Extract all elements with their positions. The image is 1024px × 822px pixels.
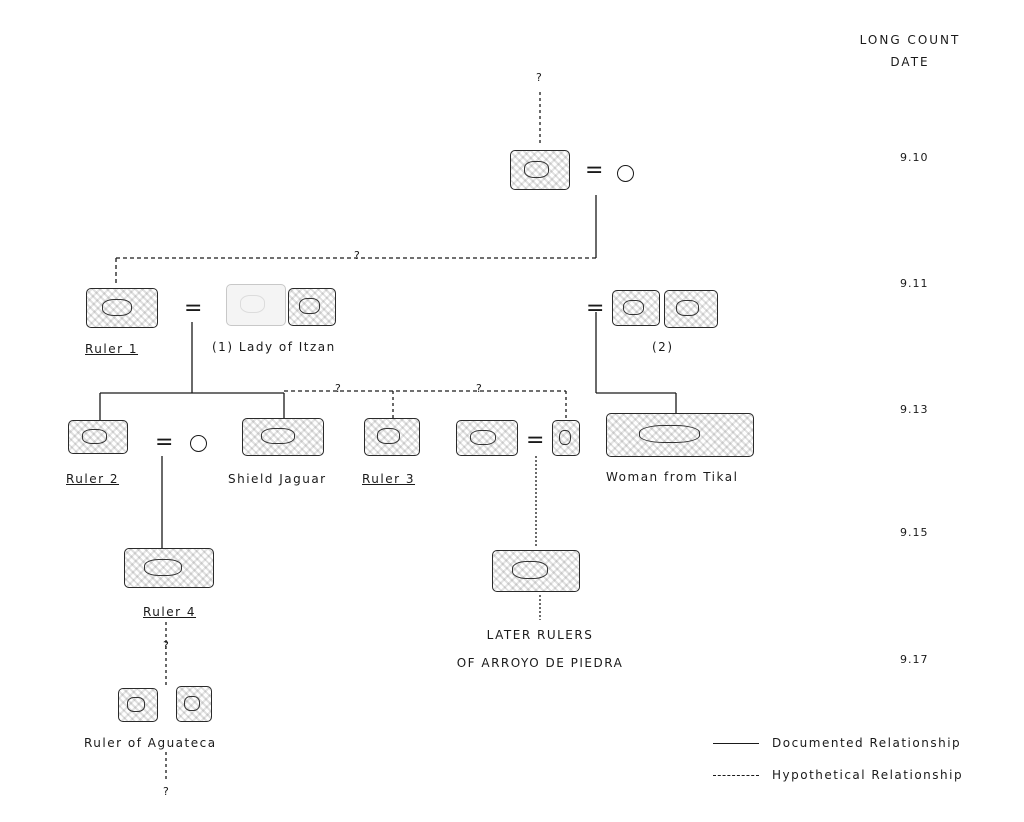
equals-sign: = [184, 296, 203, 321]
glyph-lady-itzan [288, 288, 336, 326]
legend-documented: Documented Relationship [772, 736, 962, 750]
glyph-wife-2b [664, 290, 718, 328]
unknown-spouse-circle [617, 165, 634, 182]
question-mark-top: ? [536, 71, 542, 84]
glyph-lady-itzan-faded [226, 284, 286, 326]
glyph-top-ancestor [510, 150, 570, 190]
label-shield-jaguar: Shield Jaguar [228, 472, 327, 486]
label-later-rulers-1: LATER RULERS [486, 628, 594, 642]
label-ruler-3: Ruler 3 [362, 472, 416, 486]
glyph-woman-tikal [606, 413, 754, 457]
long-count-header: LONG COUNT DATE [855, 33, 965, 69]
label-ruler-4: Ruler 4 [143, 605, 197, 619]
glyph-shield-jaguar [242, 418, 324, 456]
date-label: 9.11 [900, 277, 929, 290]
date-label: 9.17 [900, 653, 929, 666]
legend-hypothetical: Hypothetical Relationship [772, 768, 964, 782]
label-lady-itzan: (1) Lady of Itzan [212, 340, 336, 354]
header-line-2: DATE [890, 55, 930, 69]
glyph-ruler-1 [86, 288, 158, 328]
glyph-aguateca-a [118, 688, 158, 722]
glyph-later-rulers [492, 550, 580, 592]
glyph-ruler-2 [68, 420, 128, 454]
question-mark: ? [163, 785, 169, 798]
date-label: 9.10 [900, 151, 929, 164]
label-ruler-aguateca: Ruler of Aguateca [84, 736, 217, 750]
equals-sign: = [526, 428, 545, 453]
equals-sign: = [585, 158, 604, 183]
equals-sign: = [155, 430, 174, 455]
equals-sign: = [586, 296, 605, 321]
label-ruler-1: Ruler 1 [85, 342, 139, 356]
label-wife-2: (2) [652, 340, 674, 354]
label-ruler-2: Ruler 2 [66, 472, 120, 486]
unknown-spouse-circle [190, 435, 207, 452]
glyph-arroyo-spouse [552, 420, 580, 456]
glyph-aguateca-b [176, 686, 212, 722]
glyph-wife-2a [612, 290, 660, 326]
question-mark: ? [476, 382, 482, 395]
glyph-ruler-3 [364, 418, 420, 456]
glyph-arroyo-ruler [456, 420, 518, 456]
legend-solid-line [713, 743, 759, 744]
glyph-ruler-4 [124, 548, 214, 588]
date-label: 9.13 [900, 403, 929, 416]
legend-dashed-line [713, 775, 759, 776]
question-mark: ? [335, 382, 341, 395]
question-mark: ? [354, 249, 360, 262]
header-line-1: LONG COUNT [859, 33, 961, 47]
label-later-rulers-2: OF ARROYO DE PIEDRA [456, 656, 624, 670]
date-label: 9.15 [900, 526, 929, 539]
label-woman-tikal: Woman from Tikal [606, 470, 739, 484]
question-mark: ? [163, 639, 169, 652]
